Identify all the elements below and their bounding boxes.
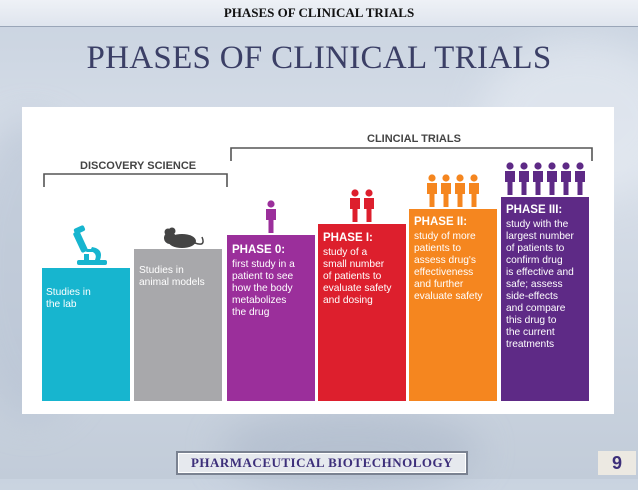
person-icon	[561, 162, 571, 195]
step-line: assess drug's	[414, 255, 476, 266]
step-line: and compare	[506, 303, 566, 314]
person-icon	[547, 162, 557, 195]
step-line: metabolizes	[232, 295, 287, 306]
step-line: the lab	[46, 299, 77, 310]
page-number: 9	[598, 451, 636, 475]
step-line: safe; assess	[506, 279, 563, 290]
phase-title: PHASE I:	[323, 232, 373, 244]
step-bar-animal	[134, 249, 222, 401]
step-text-phase3: PHASE III: study with the largest number…	[506, 204, 592, 351]
person-icon	[533, 162, 543, 195]
step-line: patient to see	[232, 271, 294, 282]
step-text-phase2: PHASE II: study of more patients to asse…	[414, 216, 498, 303]
step-line: patients to	[414, 243, 462, 254]
step-line: side-effects	[506, 291, 558, 302]
step-line: confirm drug	[506, 255, 563, 266]
step-line: how the body	[232, 283, 293, 294]
step-line: and dosing	[323, 295, 373, 306]
step-line: and further	[414, 279, 464, 290]
step-line: Studies in	[46, 287, 91, 298]
step-line: is effective and	[506, 267, 574, 278]
step-bar-phase0	[227, 235, 315, 401]
clinical-trials-bracket	[230, 147, 593, 161]
diagram-panel: DISCOVERY SCIENCE CLINCIAL TRIALS	[22, 107, 614, 414]
step-line: this drug to	[506, 315, 557, 326]
step-line: largest number	[506, 231, 574, 242]
step-bar-phase3	[501, 197, 589, 401]
person-icon	[266, 200, 276, 233]
clinical-trials-label: CLINCIAL TRIALS	[367, 133, 461, 145]
person-icon	[455, 174, 465, 207]
phase-title: PHASE 0:	[232, 244, 286, 256]
step-line: Studies in	[139, 265, 184, 276]
step-bar-phase1	[318, 224, 406, 401]
person-icon	[427, 174, 437, 207]
step-line: the current	[506, 327, 555, 338]
step-line: first study in a	[232, 259, 295, 270]
phase-title: PHASE III:	[506, 204, 563, 216]
microscope-icon	[73, 225, 107, 265]
step-line: of patients to	[506, 243, 565, 254]
header-title: PHASES OF CLINICAL TRIALS	[223, 5, 415, 20]
step-text-lab: Studies in the lab	[46, 287, 128, 311]
step-line: study of a	[323, 247, 368, 258]
page-title: PHASES OF CLINICAL TRIALS	[86, 40, 552, 76]
step-line: treatments	[506, 339, 555, 350]
step-line: of patients to	[323, 271, 382, 282]
step-text-phase1: PHASE I: study of a small number of pati…	[323, 232, 407, 307]
step-line: animal models	[139, 277, 205, 288]
step-text-animal: Studies in animal models	[139, 265, 221, 289]
mouse-icon	[164, 227, 204, 248]
step-line: evaluate safety	[323, 283, 392, 294]
person-icon	[364, 189, 374, 222]
person-icon	[469, 174, 479, 207]
discovery-bracket	[43, 173, 228, 187]
person-icon	[575, 162, 585, 195]
step-bar-phase2	[409, 209, 497, 401]
header-bar: PHASES OF CLINICAL TRIALS	[0, 0, 638, 27]
phase-title: PHASE II:	[414, 216, 468, 228]
step-line: effectiveness	[414, 267, 474, 278]
person-icon	[441, 174, 451, 207]
person-icon	[505, 162, 515, 195]
step-line: study with the	[506, 219, 569, 230]
step-line: the drug	[232, 307, 270, 318]
course-label-box: PHARMACEUTICAL BIOTECHNOLOGY	[176, 451, 468, 475]
people-icons	[266, 162, 585, 233]
person-icon	[350, 189, 360, 222]
step-line: evaluate safety	[414, 291, 483, 302]
course-label: PHARMACEUTICAL BIOTECHNOLOGY	[190, 455, 454, 470]
diagram-graphics: DISCOVERY SCIENCE CLINCIAL TRIALS	[42, 133, 593, 401]
step-line: study of more	[414, 231, 476, 242]
step-bar-lab	[42, 268, 130, 401]
discovery-science-label: DISCOVERY SCIENCE	[80, 160, 196, 172]
step-text-phase0: PHASE 0: first study in a patient to see…	[232, 244, 316, 319]
step-line: small number	[323, 259, 385, 270]
person-icon	[519, 162, 529, 195]
